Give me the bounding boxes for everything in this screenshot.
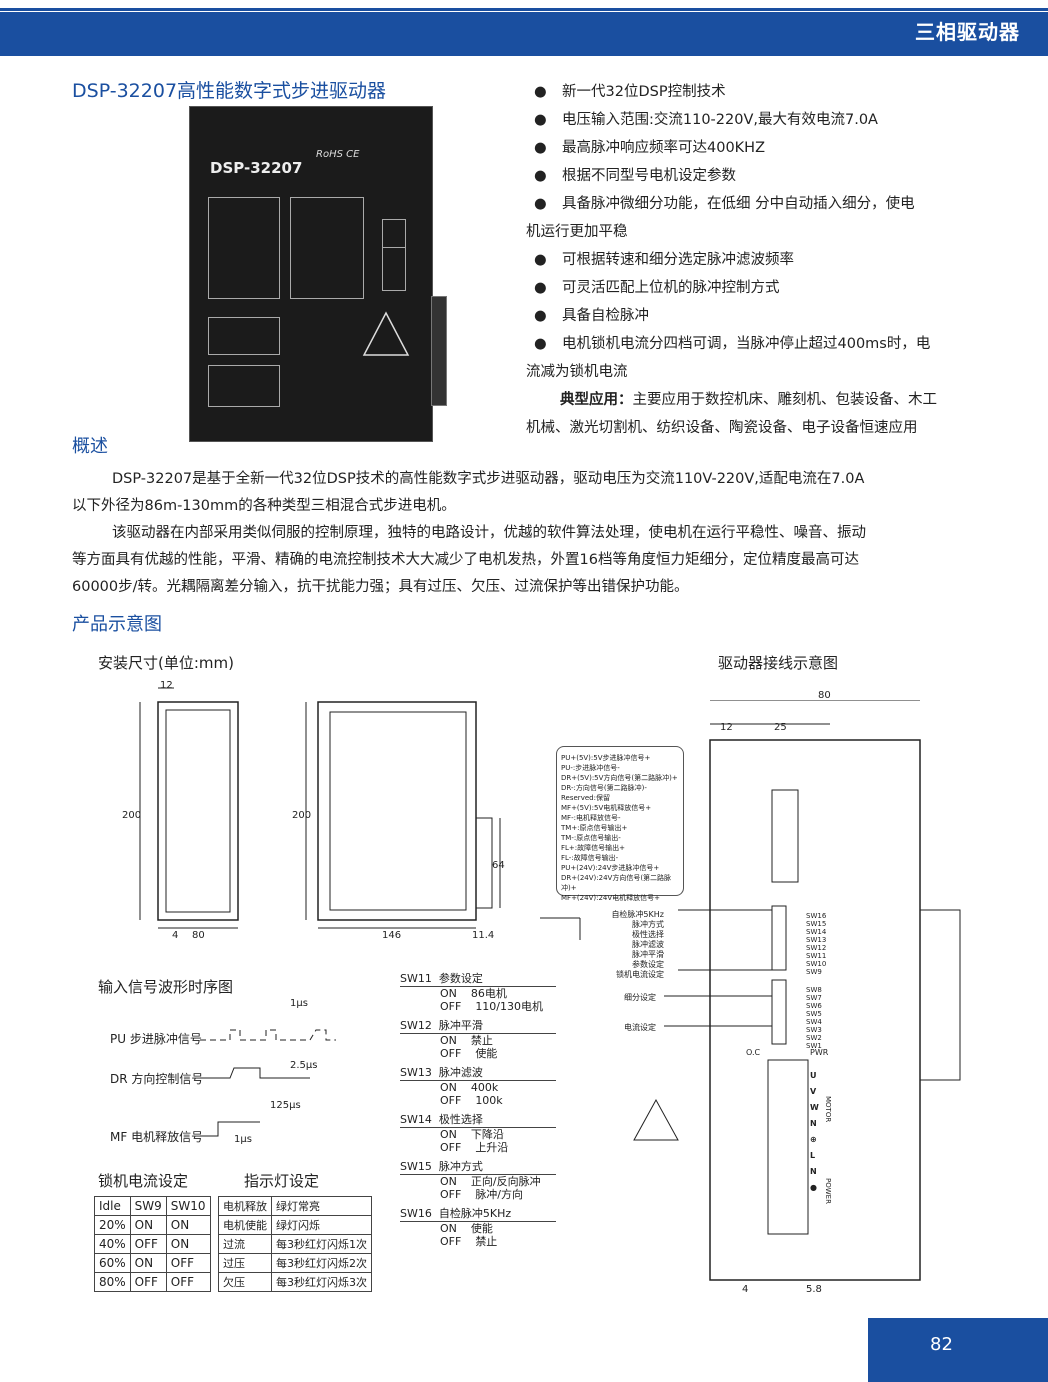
switch-block: SW14 极性选择 ON 下降沿 OFF 上升沿 — [400, 1113, 556, 1154]
dim-label: 80 — [192, 930, 205, 941]
wiring-oc-label: O.C — [746, 1048, 761, 1057]
feature-item: ●具备脉冲微细分功能，在低细 分中自动插入细分，使电 — [534, 196, 915, 212]
dim-label: 25 — [774, 722, 787, 733]
overview-line: 等方面具有优越的性能，平滑、精确的电流控制技术大大减少了电机发热，外置16档等角… — [72, 552, 859, 568]
install-drawing — [139, 687, 501, 929]
switch-block: SW13 脉冲滤波 ON 400k OFF 100k — [400, 1066, 556, 1107]
device-terminal — [431, 296, 447, 406]
signal-legend: PU+(5V):5V步进脉冲信号+PU-:步进脉冲信号-DR+(5V):5V方向… — [556, 746, 684, 902]
device-table — [208, 317, 280, 355]
device-table — [290, 197, 364, 299]
install-title: 安装尺寸(单位:mm) — [98, 654, 234, 672]
header-line — [0, 8, 1048, 11]
wiring-motor-label: MOTOR — [824, 1096, 832, 1123]
wiring-sub-label: 细分设定 — [624, 993, 656, 1002]
lock-current-title: 锁机电流设定 — [98, 1172, 189, 1190]
timing-note: 125μs — [270, 1100, 301, 1111]
overview-line: 60000步/转。光耦隔离差分输入，抗干扰能力强；具有过压、欠压、过流保护等出错… — [72, 579, 689, 595]
overview-line: DSP-32207是基于全新一代32位DSP技术的高性能数字式步进驱动器，驱动电… — [112, 471, 865, 487]
switch-settings: SW11 参数设定 ON 86电机 OFF 110/130电机 SW12 脉冲平… — [400, 966, 556, 1248]
dim-label: 200 — [292, 810, 312, 821]
overview-line: 以下外径为86m-130mm的各种类型三相混合式步进电机。 — [72, 498, 456, 514]
feature-item: ●根据不同型号电机设定参数 — [534, 168, 736, 184]
dim-label: 4 — [742, 1284, 749, 1295]
dim-label: 4 — [172, 930, 179, 941]
feature-item: ●可根据转速和细分选定脉冲滤波频率 — [534, 252, 794, 268]
dim-label: 12 — [160, 680, 173, 691]
header-bar — [0, 12, 1048, 56]
dim-label: 64 — [492, 860, 505, 871]
motor-triangle-icon — [362, 311, 410, 356]
timing-note: 2.5μs — [290, 1060, 318, 1071]
feature-item-cont: 流减为锁机电流 — [526, 364, 628, 380]
feature-item: ●具备自检脉冲 — [534, 308, 649, 324]
page-number-box — [868, 1318, 1048, 1382]
timing-note: 1μs — [234, 1134, 252, 1145]
diagram-title: 产品示意图 — [72, 614, 162, 635]
feature-item-cont: 机运行更加平稳 — [526, 224, 628, 240]
timing-waveform — [200, 1029, 336, 1137]
feature-item: ●电压输入范围:交流110-220V,最大有效电流7.0A — [534, 112, 878, 128]
overview-title: 概述 — [72, 436, 108, 457]
product-title: DSP-32207高性能数字式步进驱动器 — [72, 80, 387, 102]
wiring-pwr-label: PWR — [810, 1048, 829, 1057]
switch-block: SW15 脉冲方式 ON 正向/反向脉冲 OFF 脉冲/方向 — [400, 1160, 556, 1201]
switch-block: SW16 自检脉冲5KHz ON 使能 OFF 禁止 — [400, 1207, 556, 1248]
timing-mf-label: MF 电机释放信号 — [110, 1130, 204, 1144]
feature-item: ●最高脉冲响应频率可达400KHZ — [534, 140, 766, 156]
wiring-power-label: POWER — [824, 1178, 832, 1204]
device-cert: RoHS CE — [316, 149, 360, 160]
device-photo: DSP-32207 RoHS CE — [189, 106, 433, 442]
indicator-table: 电机释放绿灯常亮 电机使能绿灯闪烁 过流每3秒红灯闪烁1次 过压每3秒红灯闪烁2… — [218, 1196, 372, 1292]
timing-note: 1μs — [290, 998, 308, 1009]
wiring-title: 驱动器接线示意图 — [718, 654, 839, 672]
application-line: 机械、激光切割机、纺织设备、陶瓷设备、电子设备恒速应用 — [526, 420, 918, 436]
device-table — [208, 197, 280, 299]
indicator-title: 指示灯设定 — [244, 1172, 320, 1190]
dim-label: 200 — [122, 810, 142, 821]
switch-block: SW11 参数设定 ON 86电机 OFF 110/130电机 — [400, 972, 556, 1013]
feature-list: ●新一代32位DSP控制技术 ●电压输入范围:交流110-220V,最大有效电流… — [526, 78, 984, 442]
overview-line: 该驱动器在内部采用类似伺服的控制原理，独特的电路设计，优越的软件算法处理，使电机… — [112, 525, 866, 541]
wiring-drawing — [540, 700, 961, 1281]
device-dip-switch — [382, 247, 406, 291]
table-row: 过压每3秒红灯闪烁2次 — [218, 1253, 372, 1273]
timing-pu-label: PU 步进脉冲信号 — [110, 1032, 202, 1046]
page-number: 82 — [930, 1334, 953, 1355]
dim-label: 146 — [382, 930, 402, 941]
table-row: 过流每3秒红灯闪烁1次 — [218, 1234, 372, 1254]
table-row: 电机使能绿灯闪烁 — [218, 1215, 372, 1235]
header-title: 三相驱动器 — [915, 20, 1020, 44]
feature-item: ●新一代32位DSP控制技术 — [534, 84, 726, 100]
dim-label: 5.8 — [806, 1284, 822, 1295]
dim-label: 11.4 — [472, 930, 495, 941]
feature-item: ●可灵活匹配上位机的脉冲控制方式 — [534, 280, 780, 296]
feature-item: ●电机锁机电流分四档可调，当脉冲停止超过400ms时，电 — [534, 336, 931, 352]
timing-title: 输入信号波形时序图 — [98, 978, 234, 996]
table-row: 电机释放绿灯常亮 — [218, 1196, 372, 1216]
device-label: DSP-32207 — [210, 159, 303, 177]
application-line: 典型应用：主要应用于数控机床、雕刻机、包装设备、木工 — [560, 392, 937, 408]
overview-text: DSP-32207是基于全新一代32位DSP技术的高性能数字式步进驱动器，驱动电… — [72, 466, 972, 601]
table-row: 欠压每3秒红灯闪烁3次 — [218, 1272, 372, 1292]
switch-block: SW12 脉冲平滑 ON 禁止 OFF 使能 — [400, 1019, 556, 1060]
dim-label: 80 — [818, 690, 831, 701]
dim-label: 12 — [720, 722, 733, 733]
wiring-cur-label: 电流设定 — [624, 1023, 656, 1032]
device-table — [208, 365, 280, 407]
timing-dr-label: DR 方向控制信号 — [110, 1072, 204, 1086]
